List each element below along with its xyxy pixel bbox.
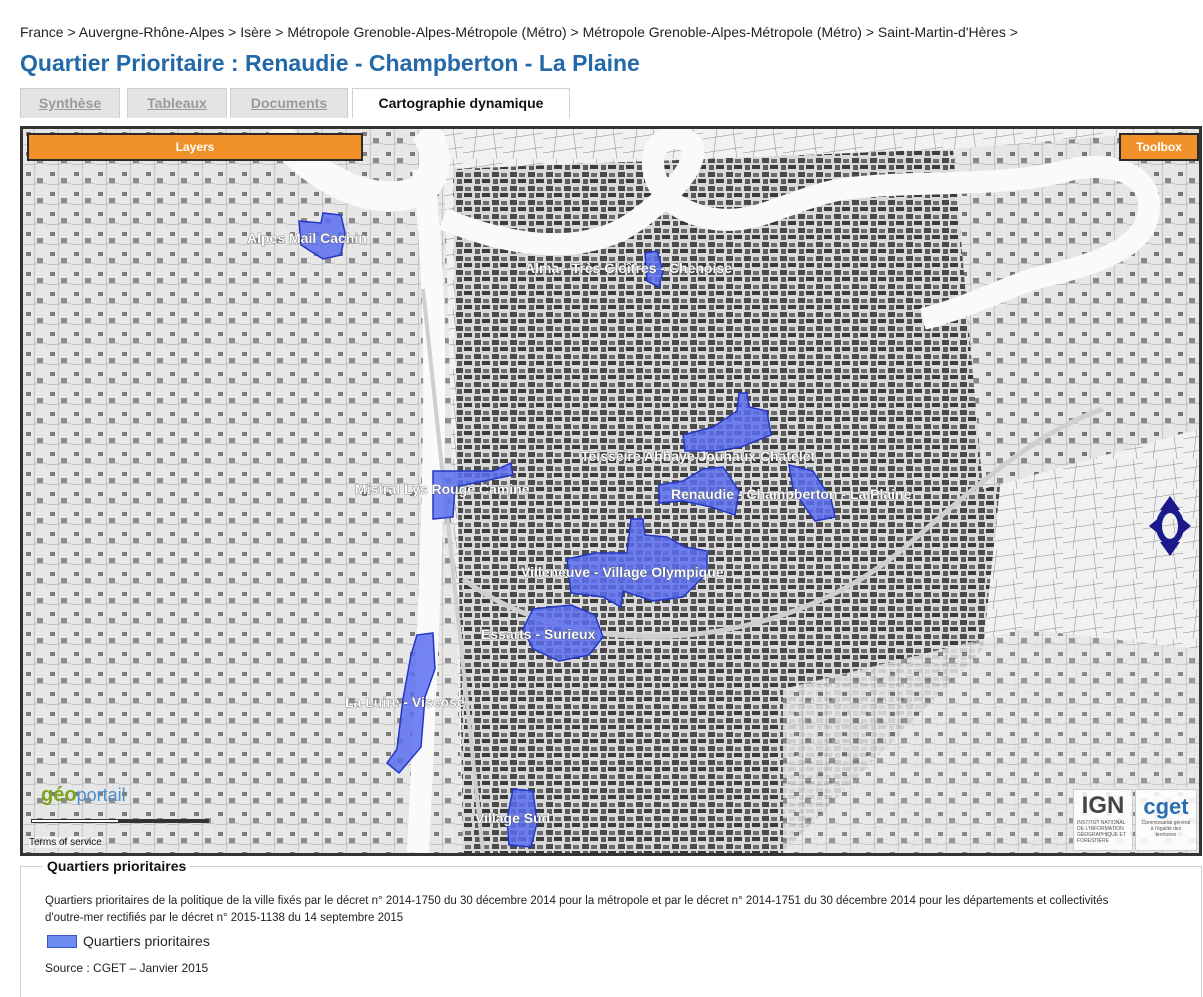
district-la-luire-viscose[interactable]: La Luire - Viscose — [345, 632, 465, 775]
district-label: Teisseire Abbaye Jouhaux Châtelet — [581, 448, 816, 464]
tab-documents[interactable]: Documents — [230, 88, 348, 118]
district-shape — [522, 604, 604, 662]
district-alma-tres-cloitres[interactable]: Alma - Très Cloîtres - Chenoise — [525, 250, 732, 289]
legend-source: Source : CGET – Janvier 2015 — [45, 961, 209, 975]
map-canvas[interactable]: Alpes Mail Cachin Alma - Très Cloîtres -… — [23, 129, 1199, 853]
legend-panel: Quartiers prioritaires Quartiers priorit… — [20, 858, 1202, 997]
geoportail-logo-portail: portail — [76, 785, 126, 805]
breadcrumb[interactable]: France > Auvergne-Rhône-Alpes > Isère > … — [20, 24, 1018, 40]
layers-button[interactable]: Layers — [27, 133, 363, 161]
legend-title: Quartiers prioritaires — [43, 858, 191, 874]
district-mistral-lys-rouge[interactable]: Mistral Lys Rouge Camine — [355, 461, 530, 520]
map-highway — [421, 288, 485, 853]
district-shape — [658, 466, 740, 516]
scale-bar — [119, 819, 209, 823]
tab-synthese[interactable]: Synthèse — [20, 88, 120, 118]
cget-logo-text: cget — [1143, 794, 1189, 819]
district-shape — [566, 518, 708, 609]
geoportail-logo: géoportail — [41, 784, 161, 814]
district-label: Essarts - Surieux — [481, 626, 596, 642]
pan-arrows-icon[interactable] — [1147, 494, 1193, 558]
map-viewport[interactable]: Alpes Mail Cachin Alma - Très Cloîtres -… — [20, 126, 1202, 856]
legend-swatch — [47, 935, 77, 948]
district-label: Mistral Lys Rouge Camine — [355, 481, 530, 497]
map-river-north — [261, 129, 450, 212]
district-label: Village Sud — [475, 810, 550, 826]
district-label: Renaudie - Champberton - La Plaine — [671, 486, 912, 502]
district-alpes-mall-cachin[interactable]: Alpes Mail Cachin — [247, 212, 367, 260]
district-shape — [298, 212, 346, 260]
geoportail-logo-geo: géo — [41, 784, 77, 806]
district-teisseire-abbaye[interactable]: Teisseire Abbaye Jouhaux Châtelet — [581, 392, 816, 464]
legend-description: Quartiers prioritaires de la politique d… — [45, 895, 1109, 924]
cget-logo-subtitle: Commissariat général à l'égalité des ter… — [1141, 820, 1191, 838]
map-west-area — [23, 129, 463, 853]
toolbox-button[interactable]: Toolbox — [1119, 133, 1199, 161]
district-label: La Luire - Viscose — [345, 694, 465, 710]
legend-item-label: Quartiers prioritaires — [83, 933, 210, 949]
cget-logo: cget Commissariat général à l'égalité de… — [1135, 789, 1197, 851]
district-shape — [788, 463, 836, 522]
district-label: Villeneuve - Village Olympique — [521, 564, 724, 580]
ign-logo-subtitle: INSTITUT NATIONAL DE L'INFORMATION GÉOGR… — [1077, 820, 1126, 844]
district-villeneuve-village-olympique[interactable]: Villeneuve - Village Olympique — [521, 518, 724, 609]
district-shape — [682, 392, 772, 452]
terms-of-service-link[interactable]: Terms of service — [29, 837, 102, 848]
district-shape — [385, 632, 436, 775]
district-renaudie-champberton[interactable]: Renaudie - Champberton - La Plaine — [658, 463, 912, 522]
district-essarts-surieux[interactable]: Essarts - Surieux — [481, 604, 604, 662]
ign-logo: IGN INSTITUT NATIONAL DE L'INFORMATION G… — [1073, 789, 1133, 851]
district-village-sud[interactable]: Village Sud — [475, 788, 551, 848]
map-river-isere — [438, 129, 1161, 330]
tab-tableaux[interactable]: Tableaux — [127, 88, 227, 118]
map-river-drac — [407, 167, 446, 853]
district-shape — [506, 788, 538, 848]
tab-cartographie-dynamique[interactable]: Cartographie dynamique — [352, 88, 570, 118]
district-label: Alpes Mail Cachin — [247, 230, 367, 246]
page-title: Quartier Prioritaire : Renaudie - Champb… — [20, 50, 640, 76]
district-shape — [432, 461, 514, 520]
district-label: Alma - Très Cloîtres - Chenoise — [525, 260, 732, 276]
scale-bar-segment — [31, 819, 119, 823]
district-shape — [644, 250, 664, 289]
ign-logo-text: IGN — [1081, 792, 1125, 819]
